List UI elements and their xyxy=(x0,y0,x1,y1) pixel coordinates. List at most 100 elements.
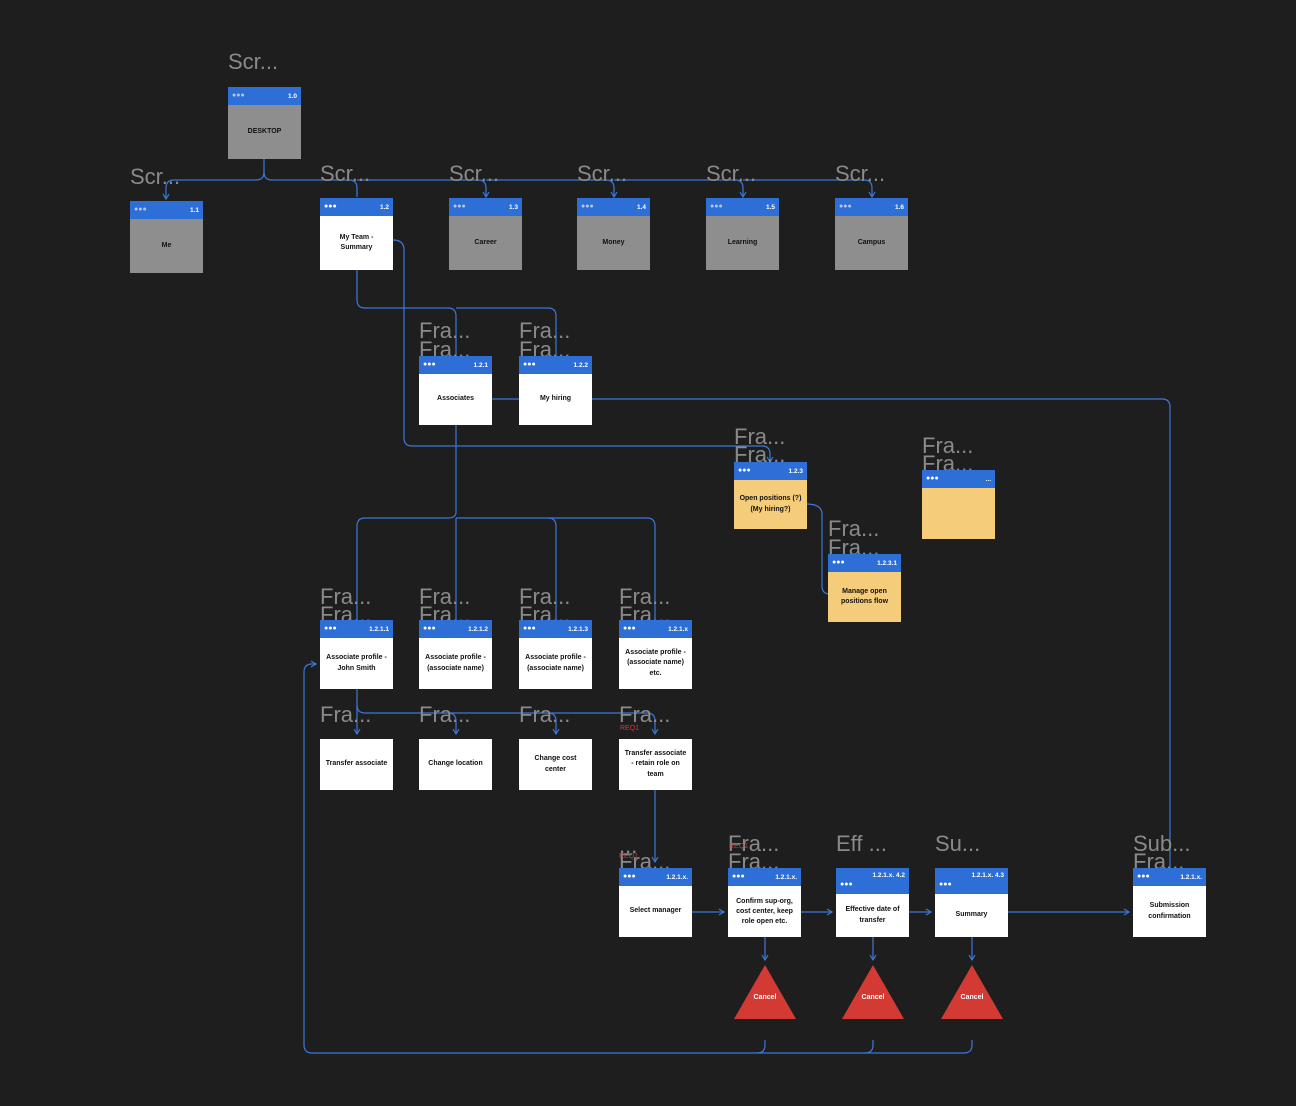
frame-number: 1.2.1 xyxy=(473,361,488,369)
screen-campus[interactable]: ●●● 1.6 Campus xyxy=(835,198,908,270)
cancel-label: Cancel xyxy=(753,994,777,1001)
frame-label-transfer: Fra... xyxy=(320,702,372,727)
frame-label-career: Scr... xyxy=(449,161,500,186)
frame-title: Open positions (?) (My hiring?) xyxy=(734,480,807,529)
frame-number: 1.2.1.x. 4.3 xyxy=(971,872,1004,879)
cancel-label: Cancel xyxy=(861,994,885,1001)
screen-title: Learning xyxy=(706,216,779,270)
frame-title: Change cost center xyxy=(519,739,592,790)
screen-desktop[interactable]: ●●●1.0 DESKTOP xyxy=(228,87,301,159)
window-dots-icon: ●●● xyxy=(423,625,436,632)
frame-label-desktop: Scr... xyxy=(228,49,279,74)
screen-title: DESKTOP xyxy=(228,105,301,159)
screen-my-team-summary[interactable]: ●●● 1.2 My Team - Summary xyxy=(320,198,393,270)
window-dots-icon: ●●● xyxy=(523,625,536,632)
screen-title: Me xyxy=(130,219,203,273)
frame-label-effective: Eff ... xyxy=(836,831,887,856)
frame-number: 1.2.3 xyxy=(788,467,803,475)
screen-money[interactable]: ●●●1.4 Money xyxy=(577,198,650,270)
screen-number: 1.6 xyxy=(894,203,904,211)
frame-effective-date[interactable]: ●●● 1.2.1.x. 4.2 Effective date of transf… xyxy=(836,868,909,937)
cancel-triangle-summary[interactable]: Cancel xyxy=(940,964,1004,1020)
frame-confirm-details[interactable]: ●●● 1.2.1.x. Confirm sup-org, cost center… xyxy=(728,868,801,937)
frame-title: Confirm sup-org, cost center, keep role … xyxy=(728,886,801,937)
screen-title: Money xyxy=(577,216,650,270)
window-dots-icon: ●●● xyxy=(939,881,952,888)
frame-number: 1.2.1.1 xyxy=(369,625,389,633)
screen-learning[interactable]: ●●●1.5 Learning xyxy=(706,198,779,270)
frame-transfer-retain-role[interactable]: Transfer associate - retain role on team xyxy=(619,739,692,790)
screen-title: My Team - Summary xyxy=(320,216,393,270)
window-dots-icon: ●●● xyxy=(134,206,147,213)
frame-title: Change location xyxy=(423,739,488,790)
screen-career[interactable]: ●●● 1.3 Career xyxy=(449,198,522,270)
frame-title: Associate profile - (associate name) xyxy=(419,638,492,689)
frame-number: 1.2.1.x. 4.2 xyxy=(872,872,905,879)
frame-title: Summary xyxy=(935,894,1008,937)
screen-title: Campus xyxy=(835,216,908,270)
frame-profile-3[interactable]: ●●● 1.2.1.3 Associate profile - (associat… xyxy=(519,620,592,689)
window-dots-icon: ●●● xyxy=(324,203,337,210)
frame-title: Effective date of transfer xyxy=(836,894,909,937)
triangle-shape-icon xyxy=(734,965,796,1019)
frame-submission-confirmation[interactable]: ●●● 1.2.1.x. Submission confirmation xyxy=(1133,868,1206,937)
frame-title: Transfer associate xyxy=(320,739,393,790)
window-dots-icon: ●●● xyxy=(840,881,853,888)
window-dots-icon: ●●● xyxy=(523,361,536,368)
frame-title: Manage open positions flow xyxy=(828,572,901,622)
cancel-triangle-confirm[interactable]: Cancel xyxy=(733,964,797,1020)
frame-number: 1.2.1.x. xyxy=(775,873,797,881)
frame-profile-john-smith[interactable]: ●●●1.2.1.1 Associate profile - John Smit… xyxy=(320,620,393,689)
frame-number: 1.2.1.3 xyxy=(568,625,588,633)
window-dots-icon: ●●● xyxy=(839,203,852,210)
triangle-shape-icon xyxy=(941,965,1003,1019)
frame-title: Select manager xyxy=(619,886,692,937)
window-dots-icon: ●●● xyxy=(232,92,245,99)
window-dots-icon: ●●● xyxy=(1137,873,1150,880)
window-dots-icon: ●●● xyxy=(453,203,466,210)
window-dots-icon: ●●● xyxy=(832,559,845,566)
frame-title: Associate profile - (associate name) xyxy=(519,638,592,689)
frame-label-summary: Su... xyxy=(935,831,981,856)
cancel-triangle-effective[interactable]: Cancel xyxy=(841,964,905,1020)
frame-select-manager[interactable]: ●●●1.2.1.x. Select manager xyxy=(619,868,692,937)
window-dots-icon: ●●● xyxy=(581,203,594,210)
frame-change-cost-center[interactable]: Change cost center xyxy=(519,739,592,790)
frame-my-hiring[interactable]: ●●●1.2.2 My hiring xyxy=(519,356,592,425)
frame-change-location[interactable]: Change location xyxy=(419,739,492,790)
connector-desktop-me xyxy=(162,158,265,201)
window-dots-icon: ●●● xyxy=(423,361,436,368)
frame-number: ... xyxy=(985,475,991,483)
screen-me[interactable]: ●●●1.1 Me xyxy=(130,201,203,273)
frame-open-positions[interactable]: ●●● 1.2.3 Open positions (?) (My hiring?) xyxy=(734,462,807,529)
connector-john-actions xyxy=(356,704,659,736)
screen-title: Career xyxy=(449,216,522,270)
window-dots-icon: ●●● xyxy=(324,625,337,632)
frame-label-money: Scr... xyxy=(577,161,628,186)
window-dots-icon: ●●● xyxy=(926,475,939,482)
window-dots-icon: ●●● xyxy=(732,873,745,880)
screen-number: 1.5 xyxy=(765,203,775,211)
window-dots-icon: ●●● xyxy=(623,625,636,632)
frame-label-campus: Scr... xyxy=(835,161,886,186)
frame-summary[interactable]: ●●● 1.2.1.x. 4.3 Summary xyxy=(935,868,1008,937)
frame-transfer-associate[interactable]: Transfer associate xyxy=(320,739,393,790)
note-req1: REQ1 xyxy=(620,725,640,732)
frame-profile-2[interactable]: ●●●1.2.1.2 Associate profile - (associat… xyxy=(419,620,492,689)
frame-title: Submission confirmation xyxy=(1133,886,1206,937)
window-dots-icon: ●●● xyxy=(738,467,751,474)
frame-number: 1.2.1.x. xyxy=(666,873,688,881)
frame-number: 1.2.3.1 xyxy=(877,559,897,567)
cancel-label: Cancel xyxy=(960,994,984,1001)
note-select-manager: REQ1 xyxy=(619,853,639,860)
frame-manage-open-positions[interactable]: ●●● 1.2.3.1 Manage open positions flow xyxy=(828,554,901,622)
frame-number: 1.2.1.x. xyxy=(1180,873,1202,881)
frame-associates[interactable]: ●●●1.2.1 Associates xyxy=(419,356,492,425)
frame-profile-x[interactable]: ●●●1.2.1.x Associate profile - (associat… xyxy=(619,620,692,689)
frame-label-change-cost: Fra... xyxy=(519,702,571,727)
frame-blank[interactable]: ●●●... xyxy=(922,470,995,539)
screen-number: 1.3 xyxy=(508,203,518,211)
screen-number: 1.2 xyxy=(379,203,389,211)
frame-label-my-team: Scr... xyxy=(320,161,371,186)
